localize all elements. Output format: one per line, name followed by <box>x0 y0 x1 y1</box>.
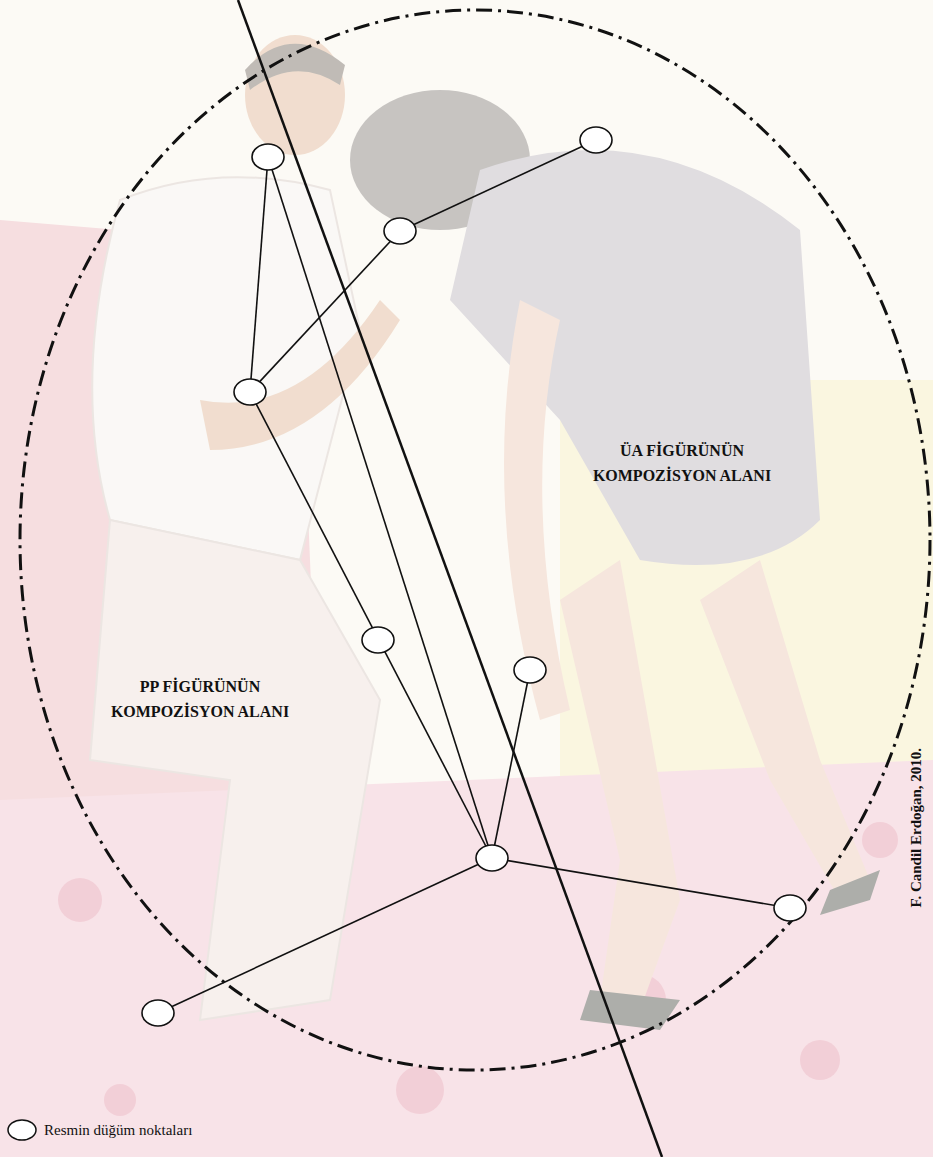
rug-dot <box>862 822 898 858</box>
node-link <box>250 392 492 858</box>
rug-pattern <box>58 822 898 1116</box>
man-hair <box>245 44 345 90</box>
node-link <box>250 231 400 392</box>
man-head <box>245 35 345 155</box>
node-point <box>476 845 508 871</box>
rug-dot <box>396 1066 444 1114</box>
label-text: ÜA FİGÜRÜNÜN KOMPOZİSYON ALANI <box>593 442 771 484</box>
composition-ellipse <box>20 10 930 1070</box>
legend-sample <box>6 1118 38 1142</box>
node-link <box>492 858 790 908</box>
woman-leg <box>560 560 680 1010</box>
node-link <box>400 140 596 231</box>
man-arm <box>200 300 400 450</box>
label-text: F. Candil Erdoğan, 2010. <box>908 748 924 908</box>
node-link <box>268 157 492 858</box>
node-links <box>158 140 790 1013</box>
woman-arm <box>504 300 570 720</box>
legend-entry: Resmin düğüm noktaları <box>6 1118 192 1142</box>
legend-text: Resmin düğüm noktaları <box>44 1122 192 1139</box>
node-points <box>142 127 806 1026</box>
woman-shoe <box>580 990 680 1030</box>
node-link <box>250 157 268 392</box>
node-point <box>142 1000 174 1026</box>
node-point <box>580 127 612 153</box>
node-point <box>774 895 806 921</box>
node-point <box>384 218 416 244</box>
node-link <box>492 670 530 858</box>
woman-shoe <box>820 870 880 915</box>
area-label: ÜA FİGÜRÜNÜN KOMPOZİSYON ALANI <box>582 439 782 489</box>
label-text: PP FİGÜRÜNÜN KOMPOZİSYON ALANI <box>111 678 289 720</box>
man-trousers <box>90 520 380 1020</box>
rug-shape <box>0 760 933 1157</box>
rug-dot <box>800 1040 840 1080</box>
node-point <box>514 657 546 683</box>
rug-dot <box>104 1084 136 1116</box>
credit-note: F. Candil Erdoğan, 2010. <box>905 748 928 908</box>
node-point <box>234 379 266 405</box>
node-point <box>362 627 394 653</box>
node-point-sample <box>8 1120 36 1140</box>
division-line <box>238 0 662 1157</box>
area-label: PP FİGÜRÜNÜN KOMPOZİSYON ALANI <box>100 675 300 725</box>
node-link <box>158 858 492 1013</box>
node-point <box>252 144 284 170</box>
rug-dot <box>58 878 102 922</box>
